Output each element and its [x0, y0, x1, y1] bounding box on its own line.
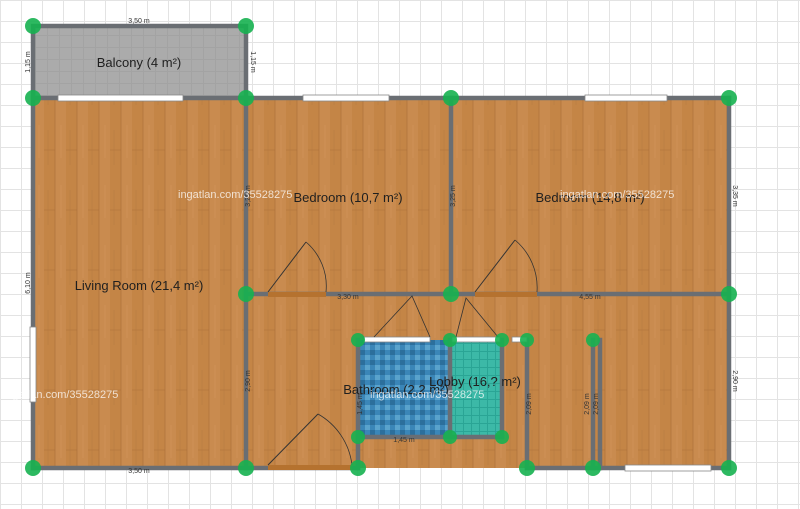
- watermark-left: ingatlan.com/35528275: [4, 389, 118, 401]
- dim-balcony-right: 1,15 m: [249, 51, 256, 73]
- lobby-label: Lobby (16,? m²): [429, 374, 521, 389]
- dim-balcony-left: 1,15 m: [25, 51, 32, 73]
- windows: [29, 94, 712, 472]
- dim-bath-left: 1,45 m: [357, 393, 364, 415]
- dim-bath-bottom: 1,45 m: [393, 437, 415, 444]
- bedroom-1-label: Bedroom (10,7 m²): [293, 190, 402, 205]
- corner-nodes: [25, 18, 737, 476]
- bathroom-floor: [358, 340, 450, 437]
- dim-bed1-bottom: 3,30 m: [337, 294, 359, 301]
- dim-wc-side-1: 2,09 m: [526, 393, 533, 415]
- dim-bed2-left: 3,25 m: [450, 185, 457, 207]
- bedroom-1-floor: [246, 98, 451, 294]
- balcony-label: Balcony (4 m²): [97, 55, 182, 70]
- watermark-mid: ingatlan.com/35528275: [370, 389, 484, 401]
- dim-balcony-top: 3,50 m: [128, 18, 150, 25]
- dim-bed2-right: 3,35 m: [731, 185, 738, 207]
- dim-living-right: 2,90 m: [245, 370, 252, 392]
- dim-wc-side-3: 2,09 m: [593, 393, 600, 415]
- bedroom-2-label: Bedroom (14,8 m²): [535, 190, 644, 205]
- wc-area-floor: [527, 340, 593, 468]
- toilet-floor: [450, 340, 502, 437]
- dim-living-bottom: 3,50 m: [128, 468, 150, 475]
- dim-bed1-left: 3,25 m: [245, 185, 252, 207]
- bedroom-2-floor: [451, 98, 729, 294]
- living-room-floor: [33, 98, 246, 468]
- dim-bed2-bottom: 4,55 m: [579, 294, 601, 301]
- watermark-top: ingatlan.com/35528275: [178, 189, 292, 201]
- dim-living-left: 6,10 m: [25, 272, 32, 294]
- dim-wc-side-2: 2,09 m: [584, 393, 591, 415]
- bathroom-label: Bathroom (2,2 m²): [343, 382, 448, 397]
- dim-lobby-right: 2,90 m: [731, 370, 738, 392]
- living-room-label: Living Room (21,4 m²): [75, 278, 204, 293]
- doors: [267, 239, 538, 470]
- watermark-right: ingatlan.com/35528275: [560, 189, 674, 201]
- balcony-floor: [33, 26, 246, 98]
